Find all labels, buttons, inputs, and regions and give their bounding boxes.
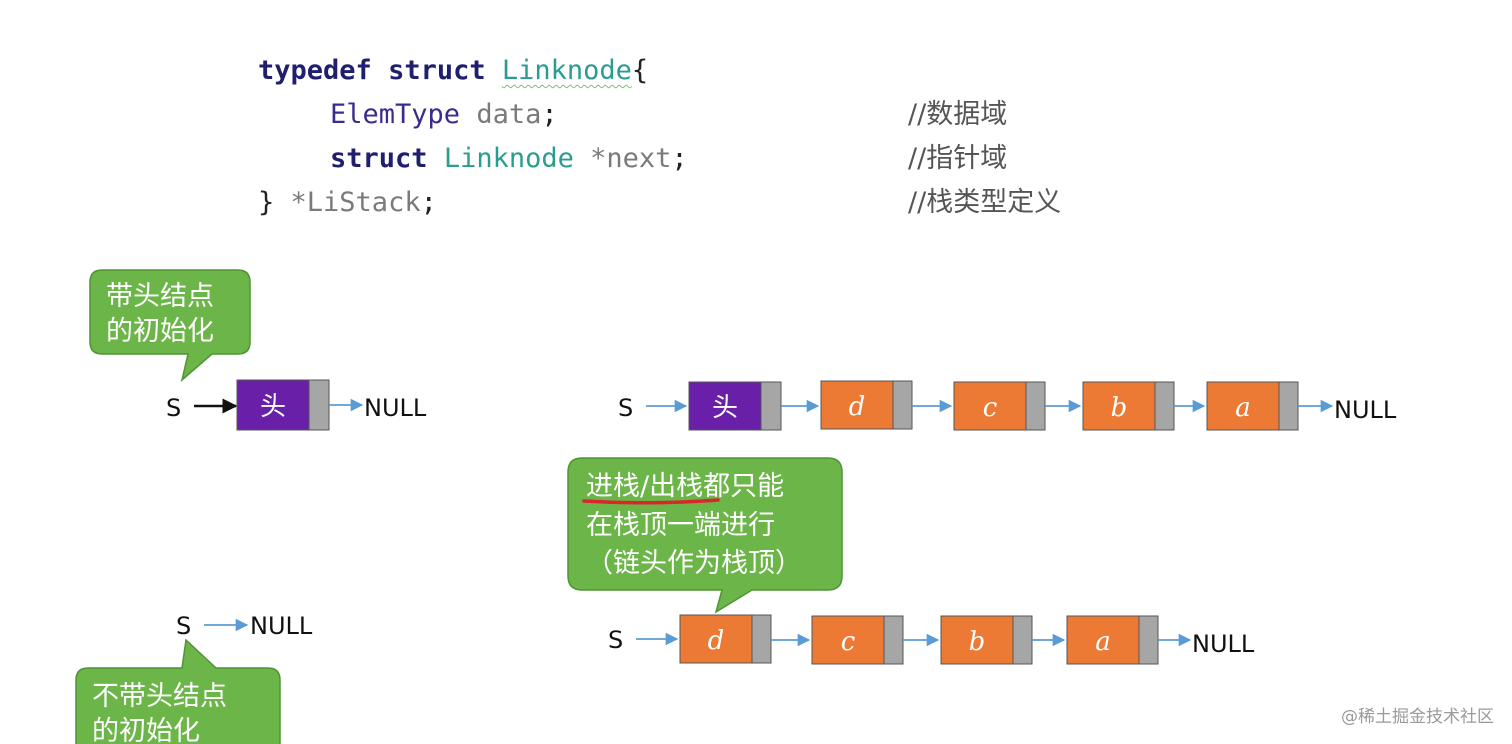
- stack-node: [1066, 615, 1140, 665]
- type-linknode: Linknode: [501, 55, 632, 86]
- head-node-label: 头: [260, 392, 286, 422]
- stack-node-label: a: [1095, 627, 1111, 657]
- keyword-typedef: typedef: [258, 55, 372, 86]
- stack-node: [820, 380, 894, 430]
- head-node-next-field: [308, 379, 330, 431]
- field-data: data: [476, 99, 542, 130]
- type-linknode: Linknode: [443, 143, 574, 174]
- pointer-label: S: [176, 612, 191, 640]
- code-line-3: struct Linknode *next;: [330, 143, 688, 175]
- stack-node-next-field: [1138, 615, 1159, 665]
- stack-node-next-field: [1278, 381, 1299, 431]
- null-label: NULL: [250, 612, 313, 640]
- stack-node-next-field: [751, 614, 772, 664]
- semicolon: ;: [541, 99, 558, 130]
- head-node: [236, 379, 310, 431]
- stack-node: [811, 615, 885, 665]
- callout-text-line: 的初始化: [106, 316, 214, 347]
- hand-drawn-underline: [582, 498, 720, 505]
- callout-text-line: （链头作为栈顶）: [586, 548, 802, 579]
- no-head-list: S d c b a NULL: [608, 614, 1255, 665]
- head-node-label: 头: [712, 393, 738, 423]
- callout-no-head-init: 不带头结点 的初始化: [75, 638, 281, 744]
- comment-pointer-field: //指针域: [908, 143, 1008, 174]
- keyword-struct: struct: [330, 143, 428, 174]
- pointer-label: S: [608, 626, 623, 654]
- stack-node-label: b: [1111, 393, 1128, 423]
- code-line-1: typedef struct Linknode{: [258, 55, 648, 87]
- head-init-list: S 头 NULL: [166, 379, 427, 431]
- type-name-listack: *LiStack: [290, 187, 421, 218]
- callout-text-line: 带头结点: [106, 281, 214, 312]
- stack-node: [953, 381, 1027, 431]
- comment-data-field: //数据域: [908, 99, 1008, 130]
- pointer-label: S: [618, 394, 633, 422]
- stack-node: [679, 614, 753, 664]
- stack-node-label: c: [841, 627, 856, 657]
- semicolon: ;: [420, 187, 437, 218]
- callout-stack-ops: 进栈/出栈都只能 在栈顶一端进行 （链头作为栈顶）: [567, 457, 843, 614]
- stack-node: [1082, 381, 1156, 431]
- close-brace: }: [258, 187, 275, 218]
- stack-node-label: d: [849, 392, 866, 422]
- pointer-label: S: [166, 394, 181, 422]
- keyword-struct: struct: [388, 55, 486, 86]
- watermark: @稀土掘金技术社区: [1341, 707, 1494, 727]
- code-line-2: ElemType data;: [330, 99, 558, 131]
- stack-node-next-field: [892, 380, 913, 430]
- stack-node-next-field: [1025, 381, 1046, 431]
- code-line-4: } *LiStack;: [258, 187, 437, 219]
- callout-text-line: 不带头结点: [92, 681, 227, 712]
- callout-head-init: 带头结点 的初始化: [89, 269, 251, 383]
- stack-node-next-field: [1154, 381, 1175, 431]
- null-label: NULL: [364, 394, 427, 422]
- head-node: [688, 381, 762, 431]
- stack-node: [1206, 381, 1280, 431]
- callout-text-line: 的初始化: [92, 716, 200, 744]
- field-next: *next: [590, 143, 672, 174]
- null-label: NULL: [1192, 630, 1255, 658]
- stack-node-next-field: [1012, 615, 1033, 665]
- head-node-next-field: [760, 381, 782, 431]
- stack-node-next-field: [883, 615, 904, 665]
- stack-node-label: b: [969, 627, 986, 657]
- open-brace: {: [631, 55, 649, 86]
- semicolon: ;: [671, 143, 688, 174]
- with-head-list: S 头 d c b a NULL: [618, 380, 1397, 431]
- null-label: NULL: [1334, 396, 1397, 424]
- no-head-empty-list: S NULL: [176, 612, 313, 640]
- stack-node-label: d: [708, 626, 725, 656]
- stack-node-label: c: [983, 393, 998, 423]
- stack-node-label: a: [1235, 393, 1251, 423]
- comment-stack-type: //栈类型定义: [908, 187, 1062, 218]
- callout-text-line: 进栈/出栈都只能: [586, 471, 784, 502]
- callout-text-line: 在栈顶一端进行: [586, 510, 775, 541]
- type-elemtype: ElemType: [330, 99, 461, 130]
